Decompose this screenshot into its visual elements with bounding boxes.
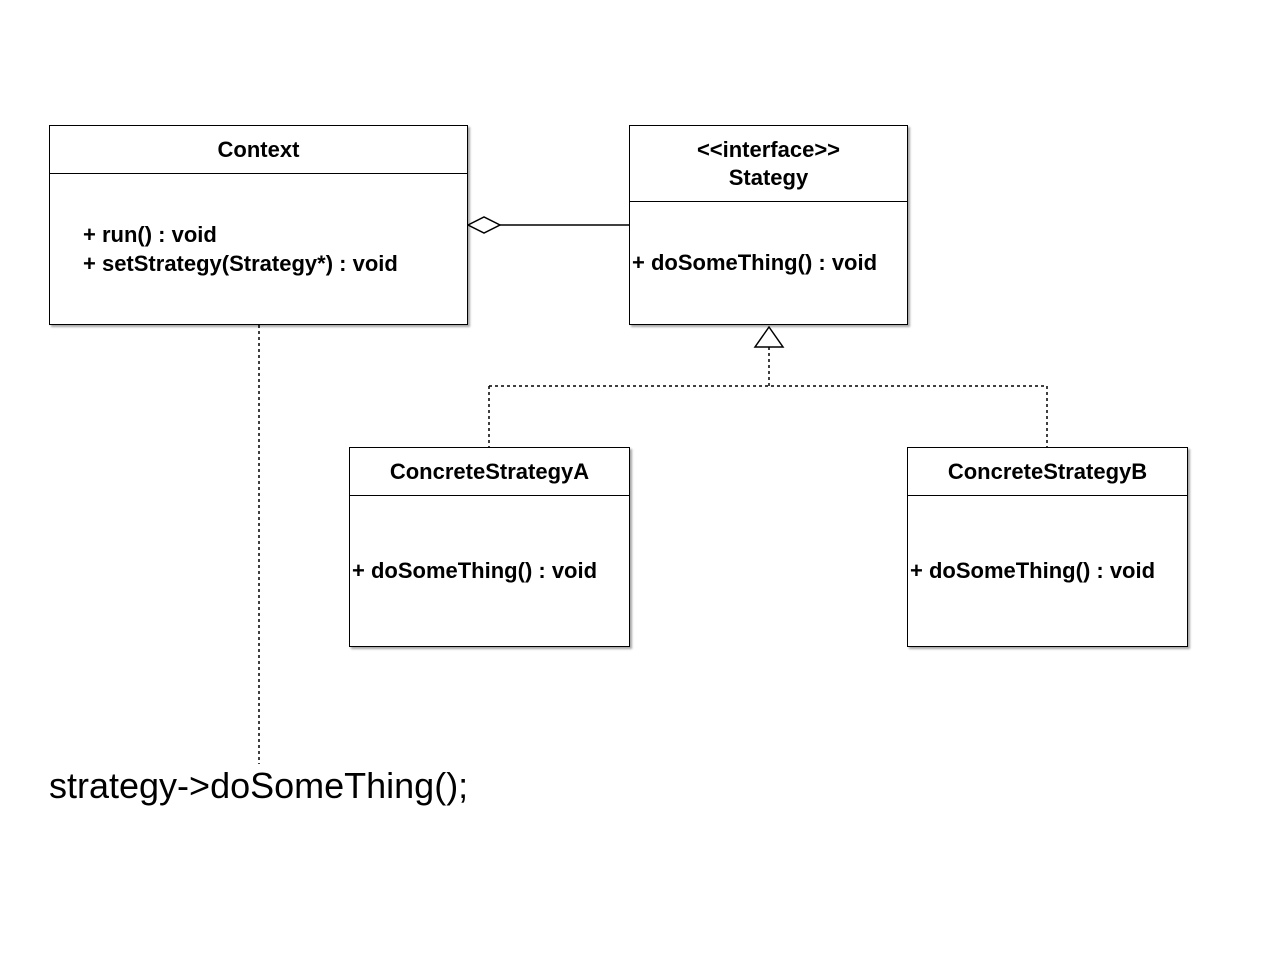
concrete-strategy-a-box[interactable]: ConcreteStrategyA + doSomeThing() : void bbox=[349, 447, 630, 647]
method-do-some-thing: + doSomeThing() : void bbox=[910, 558, 1156, 583]
strategy-interface-box[interactable]: <<interface>> Stategy + doSomeThing() : … bbox=[629, 125, 908, 325]
context-class-name: Context bbox=[217, 136, 300, 162]
realization-arrowhead bbox=[753, 325, 785, 348]
aggregation-diamond bbox=[466, 216, 502, 234]
concrete-strategy-b-methods: + doSomeThing() : void bbox=[908, 496, 1187, 645]
strategy-interface-methods: + doSomeThing() : void bbox=[630, 202, 907, 323]
code-note: strategy->doSomeThing(); bbox=[49, 765, 469, 806]
context-class-header: Context bbox=[50, 126, 467, 174]
concrete-strategy-a-header: ConcreteStrategyA bbox=[350, 448, 629, 496]
concrete-strategy-b-box[interactable]: ConcreteStrategyB + doSomeThing() : void bbox=[907, 447, 1188, 647]
method-do-some-thing: + doSomeThing() : void bbox=[632, 250, 878, 275]
concrete-strategy-a-methods: + doSomeThing() : void bbox=[350, 496, 629, 645]
context-class-methods: + run() : void + setStrategy(Strategy*) … bbox=[50, 174, 467, 323]
strategy-interface-name: Stategy bbox=[728, 164, 809, 190]
method-run: + run() : void bbox=[83, 221, 217, 247]
strategy-interface-header: <<interface>> Stategy bbox=[630, 126, 907, 202]
interface-stereotype: <<interface>> bbox=[696, 136, 841, 162]
concrete-strategy-a-name: ConcreteStrategyA bbox=[389, 458, 590, 484]
concrete-strategy-b-header: ConcreteStrategyB bbox=[908, 448, 1187, 496]
method-do-some-thing: + doSomeThing() : void bbox=[352, 558, 598, 583]
concrete-strategy-b-name: ConcreteStrategyB bbox=[947, 458, 1148, 484]
context-class-box[interactable]: Context + run() : void + setStrategy(Str… bbox=[49, 125, 468, 325]
method-set-strategy: + setStrategy(Strategy*) : void bbox=[83, 250, 398, 276]
